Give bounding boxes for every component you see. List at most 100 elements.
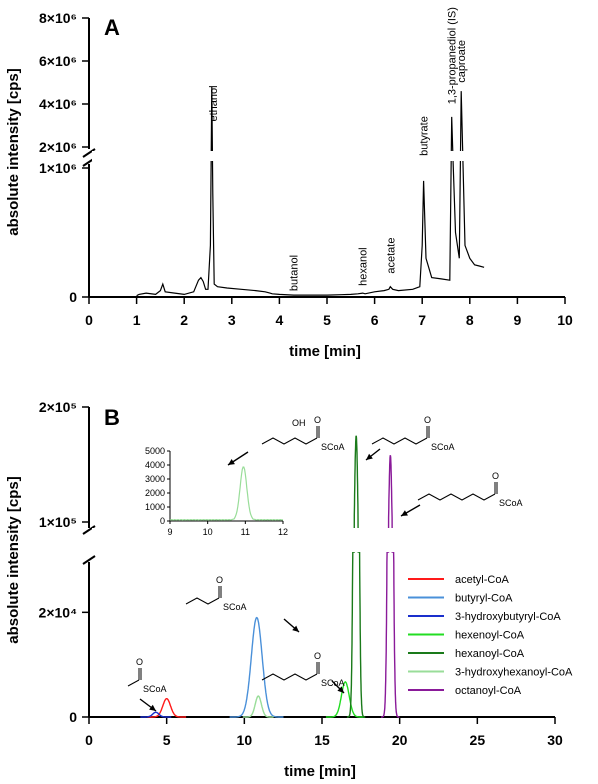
panel-b-break-mark — [82, 555, 96, 565]
panel-b-label: B — [104, 405, 120, 430]
struct-acetyl — [127, 679, 140, 687]
panel-a-xtick-label: 2 — [180, 312, 188, 328]
legend-label: acetyl-CoA — [455, 574, 509, 586]
legend-label: 3-hydroxyhexanoyl-CoA — [455, 667, 573, 679]
panel-a-xtick-label: 8 — [466, 312, 474, 328]
panel-b-trace-acetyl-coa — [147, 698, 187, 718]
panel-a-break-mark — [82, 148, 96, 158]
legend-label: butyryl-CoA — [455, 593, 513, 605]
panel-b-xlabel: time [min] — [284, 763, 356, 780]
panel-b-xtick-label: 25 — [470, 732, 486, 748]
panel-a-xtick-label: 6 — [371, 312, 379, 328]
panel-a-ytick-label: 0 — [69, 289, 77, 305]
panel-a-peak-label: caproate — [456, 40, 468, 83]
struct-hydroxyhexanoyl-o-label: O — [314, 415, 321, 425]
panel-b-legend: acetyl-CoA butyryl-CoA 3-hydroxybutyryl-Co… — [408, 574, 573, 697]
panel-b-trace-hexanoyl-coa — [346, 435, 366, 718]
panel-b-ylabel: absolute intensity [cps] — [5, 476, 22, 644]
arrow-hydroxyhexanoyl-head — [228, 459, 235, 465]
inset-xtick-label: 9 — [167, 527, 172, 537]
panel-b-xtick-label: 30 — [547, 732, 563, 748]
inset-xtick-label: 11 — [241, 527, 250, 537]
panel-a-xtick-label: 5 — [323, 312, 331, 328]
panel-b-xtick-label: 15 — [314, 732, 330, 748]
arrow-octanoyl-head — [401, 510, 408, 516]
struct-butyryl-o-label: O — [216, 575, 223, 585]
panel-b-gap — [92, 528, 558, 552]
panel-a-ytick-label: 8×10⁶ — [39, 10, 77, 26]
struct-octanoyl — [417, 493, 496, 501]
struct-acetyl-o-label: O — [136, 657, 143, 667]
panel-a-gap — [92, 151, 568, 161]
arrow-acetyl-head — [149, 704, 156, 711]
panel-a-ylabel: absolute intensity [cps] — [5, 68, 22, 236]
struct-hexanoyl — [371, 437, 428, 445]
panel-a-xtick-label: 4 — [276, 312, 284, 328]
panel-a-ytick-label: 2×10⁶ — [39, 139, 77, 155]
panel-b-trace-octanoyl-coa — [381, 455, 400, 718]
inset-xtick-label: 10 — [203, 527, 213, 537]
inset-ytick-label: 1000 — [145, 502, 165, 512]
struct-hexenoyl — [261, 673, 318, 681]
panel-b-xtick-label: 10 — [237, 732, 253, 748]
struct-butyryl — [185, 597, 220, 605]
panel-b-ytick-label: 1×10⁵ — [39, 514, 77, 530]
panel-a-trace — [136, 86, 485, 297]
struct-octanoyl-scoa-label: SCoA — [499, 498, 523, 508]
inset-trace — [169, 466, 284, 521]
struct-acetyl-scoa-label: SCoA — [143, 684, 167, 694]
struct-hydroxyhexanoyl-scoa-label: SCoA — [321, 442, 345, 452]
struct-oh-label: OH — [292, 418, 306, 428]
panel-a-xtick-label: 10 — [557, 312, 573, 328]
inset-ytick-label: 4000 — [145, 460, 165, 470]
panel-a-ytick-label: 4×10⁶ — [39, 96, 77, 112]
panel-a-xtick-label: 3 — [228, 312, 236, 328]
arrow-hexenoyl-head — [337, 686, 344, 693]
inset-ytick-label: 2000 — [145, 488, 165, 498]
panel-a-peak-label: ethanol — [208, 85, 220, 121]
panel-b-trace-butyryl-coa — [229, 616, 284, 718]
panel-b-ytick-label: 0 — [69, 709, 77, 725]
inset-ytick-label: 0 — [160, 516, 165, 526]
struct-hexenoyl-o-label: O — [314, 651, 321, 661]
panel-a-ytick-label: 1×10⁶ — [39, 160, 77, 176]
struct-octanoyl-o-label: O — [492, 471, 499, 481]
panel-a-peak-label: acetate — [385, 238, 397, 274]
panel-b-xtick-label: 20 — [392, 732, 408, 748]
panel-b-break-mark — [82, 525, 96, 535]
inset-xtick-label: 12 — [278, 527, 288, 537]
struct-hexenoyl-scoa-label: SCoA — [321, 678, 345, 688]
panel-b-trace-hexenoyl-coa — [325, 681, 365, 718]
panel-a-xlabel: time [min] — [289, 343, 361, 360]
struct-hydroxyhexanoyl — [261, 437, 318, 445]
legend-label: octanoyl-CoA — [455, 685, 522, 697]
panel-b-trace-3-hydroxyhexanoyl-coa — [242, 695, 274, 718]
panel-a-label: A — [104, 15, 120, 40]
panel-b-xtick-label: 5 — [163, 732, 171, 748]
legend-label: hexanoyl-CoA — [455, 648, 525, 660]
legend-label: 3-hydroxybutyryl-CoA — [455, 611, 561, 623]
panel-b-ytick-label: 2×10⁴ — [39, 604, 78, 620]
panel-a-traces — [92, 86, 568, 297]
panel-b-xtick-label: 0 — [85, 732, 93, 748]
panel-a-peak-label: hexanol — [358, 247, 370, 286]
struct-hexanoyl-o-label: O — [424, 415, 431, 425]
panel-b-trace-3-hydroxybutyryl-coa — [140, 711, 172, 718]
panel-a-xtick-label: 7 — [418, 312, 426, 328]
panel-a-peak-label: butanol — [289, 255, 301, 291]
panel-a-peak-label: 1,3-propanediol (IS) — [447, 7, 459, 104]
panel-a-xtick-label: 1 — [133, 312, 141, 328]
struct-hexanoyl-scoa-label: SCoA — [431, 442, 455, 452]
arrow-hexanoyl-head — [366, 453, 373, 460]
arrow-butyryl-head — [292, 625, 299, 632]
inset-ytick-label: 3000 — [145, 474, 165, 484]
panel-a-xtick-label: 0 — [85, 312, 93, 328]
